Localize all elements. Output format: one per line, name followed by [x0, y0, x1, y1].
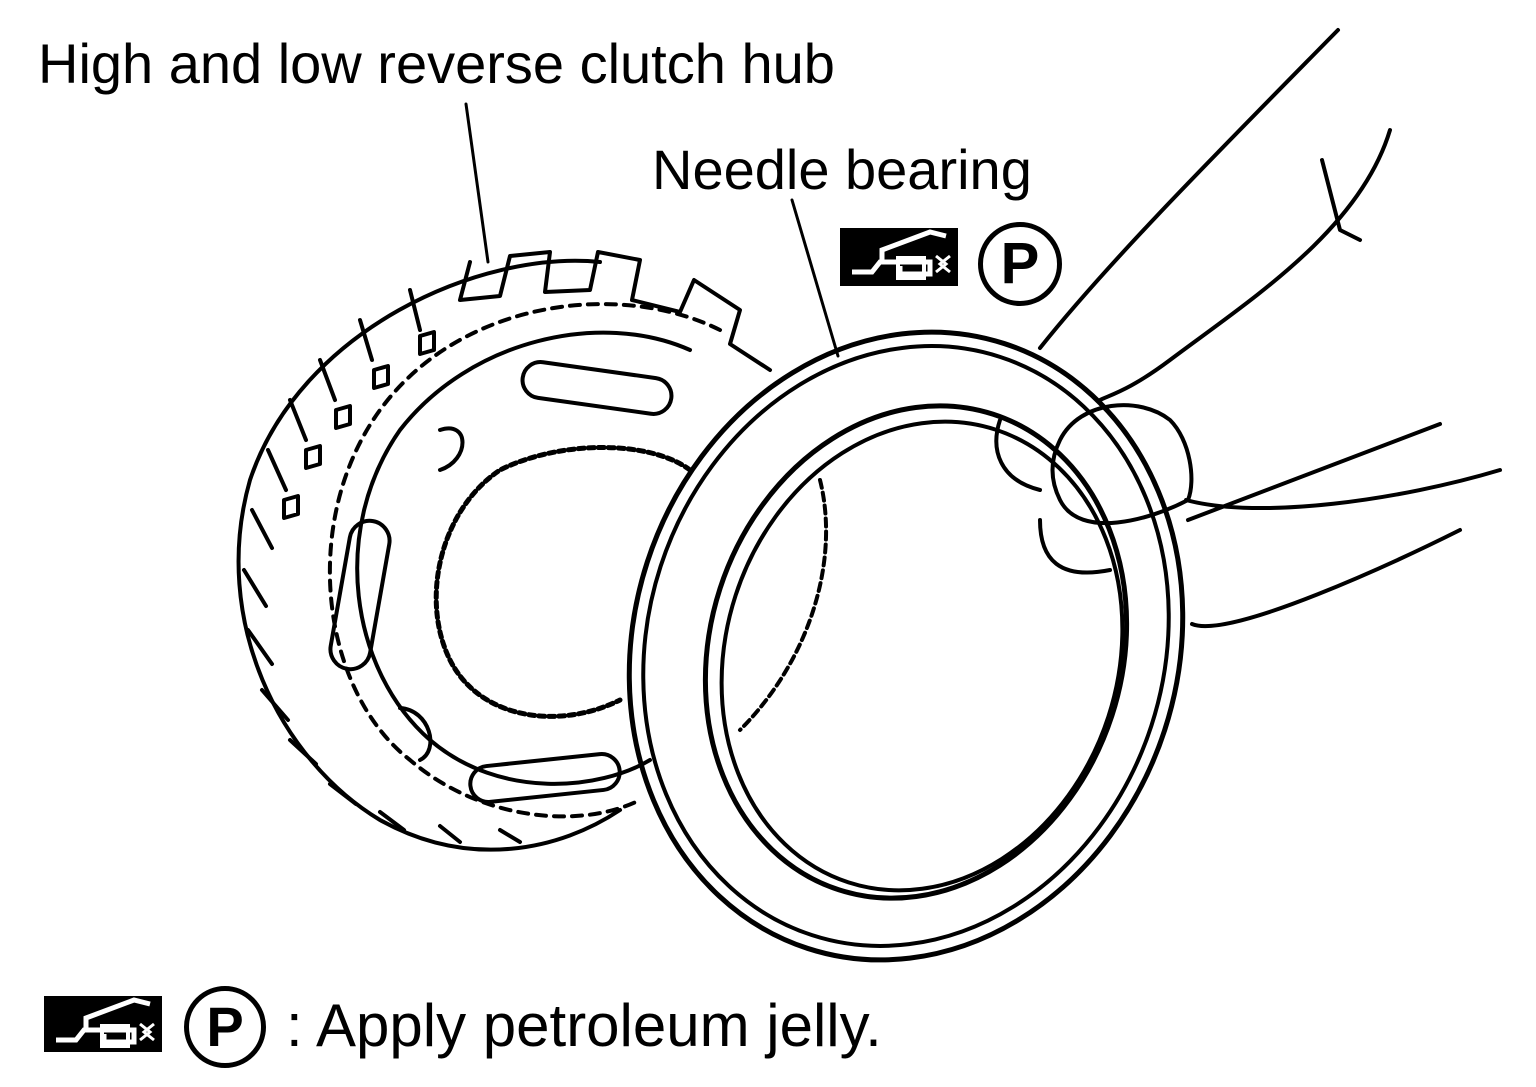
bearing-leader-line: [790, 198, 840, 358]
grease-gun-icon: [840, 228, 958, 286]
hub-teeth-left: [242, 288, 522, 844]
needle-bearing: [626, 329, 1186, 963]
hand-finger-line: [1098, 128, 1392, 402]
bearing-outer-ring: [626, 329, 1186, 963]
hand-lower-outline: [1184, 468, 1502, 511]
hand-crease: [1320, 158, 1362, 242]
hand: [994, 28, 1502, 628]
hub-label: High and low reverse clutch hub: [38, 32, 835, 95]
hub-slot-bottom: [468, 752, 622, 804]
hub-slot-small-a: [438, 426, 465, 472]
legend-text: : Apply petroleum jelly.: [286, 992, 882, 1059]
hand-thumb: [1050, 403, 1194, 525]
hand-palm-edge: [1186, 422, 1462, 628]
bearing-outer-ring-inner: [641, 344, 1171, 948]
hub-teeth-slots: [282, 330, 436, 520]
hub-slot-left: [328, 518, 392, 672]
bearing-label: Needle bearing: [652, 138, 1032, 201]
hub-inner-spline: [433, 445, 693, 719]
hand-upper-outline: [1038, 28, 1340, 350]
legend-p-mark: P: [184, 986, 266, 1068]
bearing-inner-ring: [702, 403, 1130, 901]
legend-grease-gun-icon: [44, 996, 162, 1052]
hub-slot-small-b: [398, 706, 433, 762]
hub-outer-rim: [236, 258, 622, 852]
hub-inner-face: [355, 330, 692, 786]
petroleum-jelly-p-mark: P: [978, 222, 1062, 306]
bearing-inner-ring-inner: [719, 419, 1125, 893]
hub-slot-top: [520, 360, 674, 416]
clutch-hub: [236, 250, 828, 852]
hub-leader-line: [464, 102, 490, 264]
hub-bore-right: [738, 478, 828, 732]
hand-finger-under: [994, 418, 1112, 575]
hub-tooth-edge: [458, 250, 772, 372]
hub-dashed-edge: [327, 302, 722, 819]
